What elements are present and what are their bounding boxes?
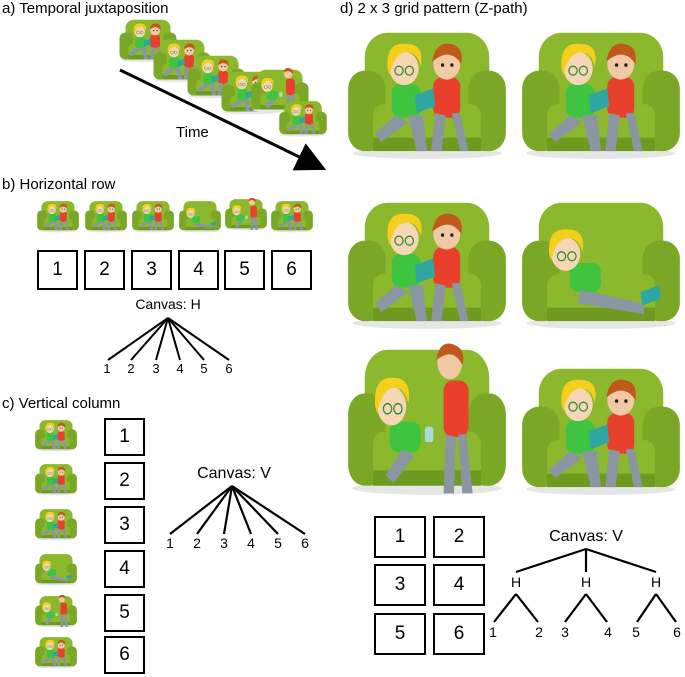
row-box-4: 4 bbox=[178, 250, 219, 290]
tree-d-leaf-5: 5 bbox=[632, 624, 640, 640]
tree-d-leaf-3: 3 bbox=[561, 624, 569, 640]
tree-b-leaf-6: 6 bbox=[225, 361, 233, 376]
tree-b-leaf-4: 4 bbox=[176, 361, 184, 376]
tree-c-leaf-5: 5 bbox=[274, 535, 282, 551]
grid-box-5: 5 bbox=[374, 613, 426, 655]
tree-c-root-label: Canvas: V bbox=[197, 465, 271, 482]
tree-d-node-h-1: H bbox=[510, 574, 522, 590]
tree-b-leaf-2: 2 bbox=[127, 361, 135, 376]
section-b-title: b) Horizontal row bbox=[2, 176, 116, 193]
grid-box-3: 3 bbox=[374, 564, 426, 606]
tree-b-leaf-1: 1 bbox=[103, 361, 111, 376]
section-a-title: a) Temporal juxtaposition bbox=[2, 0, 169, 17]
col-box-1: 1 bbox=[104, 418, 145, 456]
section-d-title: d) 2 x 3 grid pattern (Z-path) bbox=[340, 0, 528, 17]
grid-box-1: 1 bbox=[374, 516, 426, 558]
row-box-5: 5 bbox=[224, 250, 265, 290]
col-box-2: 2 bbox=[104, 462, 145, 500]
grid-box-2: 2 bbox=[433, 516, 485, 558]
row-box-3: 3 bbox=[131, 250, 172, 290]
tree-c-leaf-1: 1 bbox=[166, 535, 174, 551]
row-box-1: 1 bbox=[37, 250, 78, 290]
tree-d-leaf-4: 4 bbox=[604, 624, 612, 640]
col-box-5: 5 bbox=[104, 594, 145, 632]
tree-c-leaf-6: 6 bbox=[301, 535, 309, 551]
tree-d-leaf-1: 1 bbox=[489, 624, 497, 640]
time-arrow bbox=[119, 68, 327, 171]
time-axis-label: Time bbox=[176, 124, 209, 141]
col-box-3: 3 bbox=[104, 506, 145, 544]
grid-box-4: 4 bbox=[433, 564, 485, 606]
row-box-2: 2 bbox=[84, 250, 125, 290]
tree-c-leaf-2: 2 bbox=[193, 535, 201, 551]
section-c-title: c) Vertical column bbox=[2, 395, 121, 412]
tree-d-root-label: Canvas: V bbox=[549, 528, 623, 545]
tree-c-leaf-3: 3 bbox=[220, 535, 228, 551]
col-box-6: 6 bbox=[104, 636, 145, 674]
tree-d-node-h-2: H bbox=[580, 574, 592, 590]
tree-b-leaf-3: 3 bbox=[152, 361, 160, 376]
grid-box-6: 6 bbox=[433, 613, 485, 655]
col-box-4: 4 bbox=[104, 550, 145, 588]
tree-b-root-label: Canvas: H bbox=[135, 296, 201, 312]
row-box-6: 6 bbox=[271, 250, 312, 290]
tree-c-leaf-4: 4 bbox=[247, 535, 255, 551]
tree-d-leaf-6: 6 bbox=[673, 624, 681, 640]
tree-d-leaf-2: 2 bbox=[535, 624, 543, 640]
tree-b-leaf-5: 5 bbox=[200, 361, 208, 376]
tree-d-node-h-3: H bbox=[650, 574, 662, 590]
